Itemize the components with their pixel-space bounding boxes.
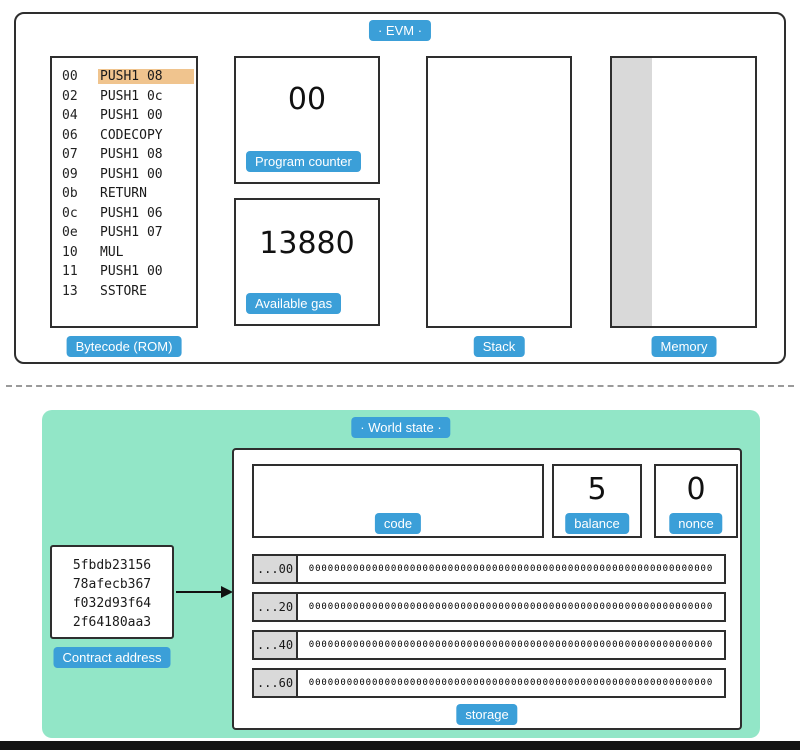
storage-word: 0000000000000000000000000000000000000000… (308, 678, 714, 688)
evm-panel-title: · EVM · (368, 20, 432, 41)
storage-row: ...60 0000000000000000000000000000000000… (252, 668, 726, 698)
window-bottom-edge (0, 741, 800, 750)
world-state-panel: · World state · 5fbdb23156 78afecb367 f0… (42, 410, 760, 738)
bytecode-opcode: PUSH1 08 (98, 69, 194, 85)
nonce-box: 0 nonce (654, 464, 738, 538)
bytecode-row: 0c PUSH1 06 (52, 204, 196, 224)
storage-word: 0000000000000000000000000000000000000000… (308, 640, 714, 650)
memory-label: Memory (651, 336, 717, 357)
bytecode-opcode: PUSH1 0c (100, 88, 163, 104)
bytecode-opcode: PUSH1 06 (100, 205, 163, 221)
bytecode-address: 02 (62, 88, 78, 104)
contract-address-label: Contract address (53, 647, 171, 668)
code-value (254, 466, 542, 474)
bytecode-row: 0b RETURN (52, 184, 196, 204)
bytecode-address: 0b (62, 186, 78, 202)
available-gas-label: Available gas (246, 293, 342, 314)
contract-address-line: 5fbdb23156 (72, 558, 152, 573)
arrow-icon (176, 586, 233, 598)
bytecode-address: 11 (62, 264, 78, 280)
bytecode-row: 11 PUSH1 00 (52, 262, 196, 282)
bytecode-row: 06 CODECOPY (52, 126, 196, 146)
bytecode-row: 07 PUSH1 08 (52, 145, 196, 165)
available-gas-panel: 13880 Available gas (234, 198, 380, 326)
storage-slot: ...00 (254, 556, 298, 582)
balance-value: 5 (587, 472, 607, 507)
code-label: code (374, 513, 422, 534)
storage-word: 0000000000000000000000000000000000000000… (308, 564, 714, 574)
evm-panel: · EVM · 00 PUSH1 08 02 PUSH1 0c 04 PUSH1… (14, 12, 786, 364)
bytecode-address: 07 (62, 147, 78, 163)
bytecode-row: 09 PUSH1 00 (52, 165, 196, 185)
contract-address-line: f032d93f64 (72, 596, 152, 611)
stack-label: Stack (473, 336, 525, 357)
storage-slot: ...40 (254, 632, 298, 658)
bytecode-opcode: MUL (100, 244, 124, 260)
contract-address-line: 2f64180aa3 (72, 615, 152, 630)
bytecode-opcode: CODECOPY (100, 127, 163, 143)
storage-slot: ...20 (254, 594, 298, 620)
bytecode-row: 00 PUSH1 08 (52, 67, 196, 87)
program-counter-value: 00 (287, 82, 327, 117)
storage-row: ...00 0000000000000000000000000000000000… (252, 554, 726, 584)
contract-address-box: 5fbdb23156 78afecb367 f032d93f64 2f64180… (50, 545, 174, 639)
balance-box: 5 balance (552, 464, 642, 538)
bytecode-address: 0e (62, 225, 78, 241)
bytecode-rom-panel: 00 PUSH1 08 02 PUSH1 0c 04 PUSH1 00 06 C… (50, 56, 198, 328)
storage-slot: ...60 (254, 670, 298, 696)
bytecode-opcode: RETURN (100, 186, 147, 202)
code-box: code (252, 464, 544, 538)
bytecode-opcode: PUSH1 00 (100, 166, 163, 182)
nonce-value: 0 (686, 472, 706, 507)
bytecode-row: 04 PUSH1 00 (52, 106, 196, 126)
bytecode-address: 06 (62, 127, 78, 143)
world-state-title: · World state · (351, 417, 451, 438)
available-gas-value: 13880 (259, 226, 355, 261)
bytecode-opcode: PUSH1 08 (100, 147, 163, 163)
storage-rows: ...00 0000000000000000000000000000000000… (252, 554, 726, 706)
storage-row: ...20 0000000000000000000000000000000000… (252, 592, 726, 622)
bytecode-row: 02 PUSH1 0c (52, 87, 196, 107)
bytecode-opcode: PUSH1 00 (100, 264, 163, 280)
bytecode-row: 10 MUL (52, 243, 196, 263)
storage-row: ...40 0000000000000000000000000000000000… (252, 630, 726, 660)
memory-panel (610, 56, 757, 328)
bytecode-row: 0e PUSH1 07 (52, 223, 196, 243)
section-divider (6, 385, 794, 387)
memory-address-strip (612, 58, 652, 326)
bytecode-address: 0c (62, 205, 78, 221)
storage-label: storage (456, 704, 518, 725)
bytecode-rom-label: Bytecode (ROM) (66, 336, 182, 357)
program-counter-label: Program counter (246, 151, 361, 172)
bytecode-address: 00 (62, 69, 78, 85)
account-panel: code 5 balance 0 nonce ...00 00000000000… (232, 448, 742, 730)
contract-address-line: 78afecb367 (72, 577, 152, 592)
bytecode-opcode: PUSH1 07 (100, 225, 163, 241)
bytecode-address: 04 (62, 108, 78, 124)
storage-word: 0000000000000000000000000000000000000000… (308, 602, 714, 612)
bytecode-address: 10 (62, 244, 78, 260)
balance-label: balance (565, 513, 629, 534)
bytecode-opcode: PUSH1 00 (100, 108, 163, 124)
bytecode-address: 13 (62, 283, 78, 299)
bytecode-opcode: SSTORE (100, 283, 147, 299)
program-counter-panel: 00 Program counter (234, 56, 380, 184)
bytecode-address: 09 (62, 166, 78, 182)
stack-panel (426, 56, 572, 328)
bytecode-row: 13 SSTORE (52, 282, 196, 302)
nonce-label: nonce (669, 513, 723, 534)
